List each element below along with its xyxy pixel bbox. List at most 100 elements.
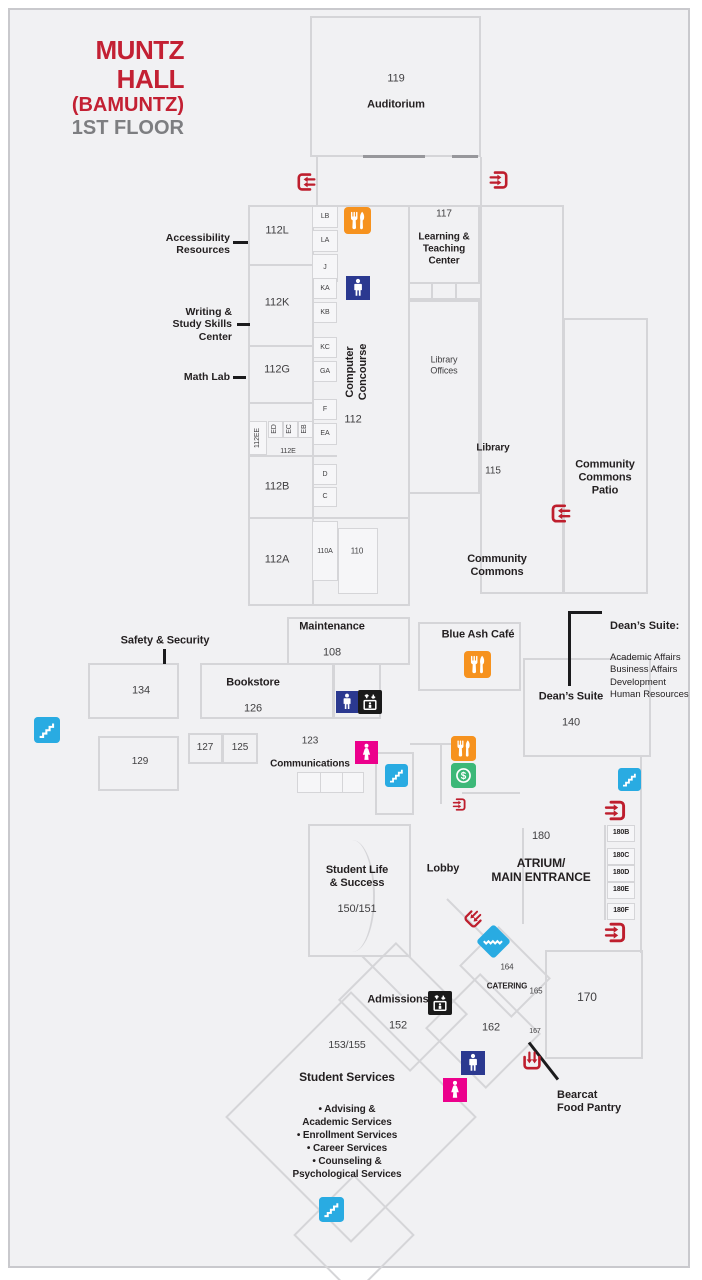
wall bbox=[248, 345, 314, 347]
room-EC-outline bbox=[283, 421, 298, 438]
room-LB-outline bbox=[312, 206, 338, 228]
room-170-outline bbox=[545, 950, 643, 1059]
label-180B: 180B bbox=[612, 828, 630, 836]
floor-label: 1ST FLOOR bbox=[71, 116, 184, 139]
room-180C-outline bbox=[607, 848, 635, 865]
cash-icon bbox=[451, 763, 476, 788]
room-112EE-outline bbox=[249, 421, 267, 455]
label-180C: 180C bbox=[612, 851, 630, 859]
label-112EE: 112EE bbox=[253, 428, 261, 448]
wall bbox=[440, 744, 442, 804]
label-community-commons: Community Commons bbox=[467, 553, 527, 578]
label-170: 170 bbox=[577, 989, 597, 1004]
room-EB-outline bbox=[298, 421, 313, 438]
room-name: ATRIUM/ MAIN ENTRANCE bbox=[491, 855, 591, 884]
exit-icon bbox=[520, 1049, 544, 1073]
callout-line-mathlab bbox=[233, 376, 246, 379]
label-167: 167 bbox=[529, 1027, 541, 1035]
lobby-curved-wall bbox=[330, 840, 375, 952]
building-name: MUNTZ HALL bbox=[95, 35, 185, 95]
callout-items: Academic Affairs Business Affairs Develo… bbox=[610, 651, 689, 701]
label-129: 129 bbox=[131, 756, 149, 768]
label-117-ltc: 117 Learning & Teaching Center bbox=[418, 197, 469, 280]
room-number: 152 bbox=[388, 1019, 408, 1032]
food-icon bbox=[344, 207, 371, 234]
stair-cell-outline bbox=[375, 752, 414, 815]
label-auditorium: 119 Auditorium bbox=[367, 60, 425, 125]
label-communications: 123 Communications bbox=[270, 724, 350, 783]
exit-icon bbox=[294, 170, 318, 194]
label-maintenance: Maintenance 108 bbox=[299, 608, 365, 673]
label-computer-concourse: Computer Concourse bbox=[344, 343, 369, 401]
callout-line-deans-h bbox=[568, 611, 602, 614]
label-accessibility-resources: Accessibility Resources bbox=[165, 232, 230, 257]
room-name: Auditorium bbox=[367, 98, 425, 111]
room-EA-outline bbox=[313, 423, 337, 445]
label-J: J bbox=[323, 263, 327, 271]
room-D-outline bbox=[313, 464, 337, 485]
room-number: 115 bbox=[485, 465, 501, 477]
wall bbox=[604, 825, 606, 920]
elevator-icon bbox=[358, 690, 382, 714]
room-GA-outline bbox=[313, 361, 337, 382]
exit-icon bbox=[451, 796, 468, 813]
room-name: Bookstore bbox=[226, 676, 280, 689]
label-112B: 112B bbox=[264, 480, 290, 493]
wall bbox=[455, 283, 457, 300]
mens-restroom-icon bbox=[461, 1051, 485, 1075]
map-title: MUNTZ HALL (BAMUNTZ) 1ST FLOOR bbox=[30, 35, 185, 139]
label-ED: ED bbox=[270, 424, 278, 434]
service-list: • Advising & Academic Services • Enrollm… bbox=[292, 1104, 402, 1181]
wall bbox=[248, 517, 410, 519]
wall bbox=[248, 264, 314, 266]
room-ED-outline bbox=[268, 421, 283, 438]
label-F: F bbox=[322, 405, 328, 413]
room-number: 150/151 bbox=[337, 902, 377, 915]
room-KA-outline bbox=[313, 278, 337, 299]
womens-restroom-icon bbox=[443, 1078, 467, 1102]
callout-title: Dean’s Suite: bbox=[610, 619, 680, 632]
wall bbox=[462, 792, 520, 794]
exit-icon bbox=[487, 168, 511, 192]
label-180F: 180F bbox=[613, 906, 629, 914]
stairs-icon bbox=[385, 764, 408, 787]
room-name: Communications bbox=[270, 758, 350, 770]
area-library-commons-outline bbox=[480, 205, 564, 594]
label-admissions: Admissions 152 bbox=[367, 981, 428, 1046]
room-number: 140 bbox=[561, 716, 581, 729]
room-125-outline bbox=[222, 733, 258, 764]
wall bbox=[410, 743, 464, 745]
stairs-icon bbox=[618, 768, 641, 791]
label-writing-center: Writing & Study Skills Center bbox=[172, 306, 232, 343]
stairs-icon bbox=[319, 1197, 344, 1222]
room-LA-outline bbox=[312, 230, 338, 252]
room-name: Bearcat Food Pantry bbox=[557, 1088, 622, 1114]
label-blue-ash-cafe: Blue Ash Café bbox=[441, 628, 515, 641]
label-180D: 180D bbox=[612, 868, 630, 876]
callout-line-writing bbox=[237, 323, 250, 326]
label-lobby: Lobby bbox=[426, 862, 460, 875]
label-deans-suite: Dean’s Suite 140 bbox=[539, 678, 604, 743]
wall bbox=[640, 757, 642, 953]
label-safety-security: Safety & Security bbox=[120, 634, 210, 647]
callout-line-deans-v bbox=[568, 612, 571, 686]
label-bookstore: Bookstore 126 bbox=[226, 664, 280, 729]
label-KA: KA bbox=[320, 284, 330, 292]
mens-restroom-icon bbox=[336, 691, 358, 713]
label-110: 110 bbox=[350, 546, 364, 556]
label-EA: EA bbox=[320, 429, 330, 437]
room-number: 164 bbox=[500, 962, 514, 972]
label-112K: 112K bbox=[264, 296, 290, 309]
wall bbox=[248, 402, 337, 404]
room-number: 117 bbox=[436, 208, 452, 220]
label-student-services: 153/155 Student Services • Advising & Ac… bbox=[293, 1020, 402, 1200]
area-patio-outline bbox=[563, 318, 648, 594]
room-KC-outline bbox=[313, 337, 337, 358]
room-name: Student Services bbox=[299, 1070, 395, 1085]
small-room-outline bbox=[342, 772, 364, 793]
room-F-outline bbox=[313, 399, 337, 420]
label-bearcat-food-pantry: Bearcat Food Pantry bbox=[557, 1070, 621, 1134]
room-name: Library bbox=[476, 442, 510, 454]
callout-line-safety bbox=[163, 649, 166, 664]
